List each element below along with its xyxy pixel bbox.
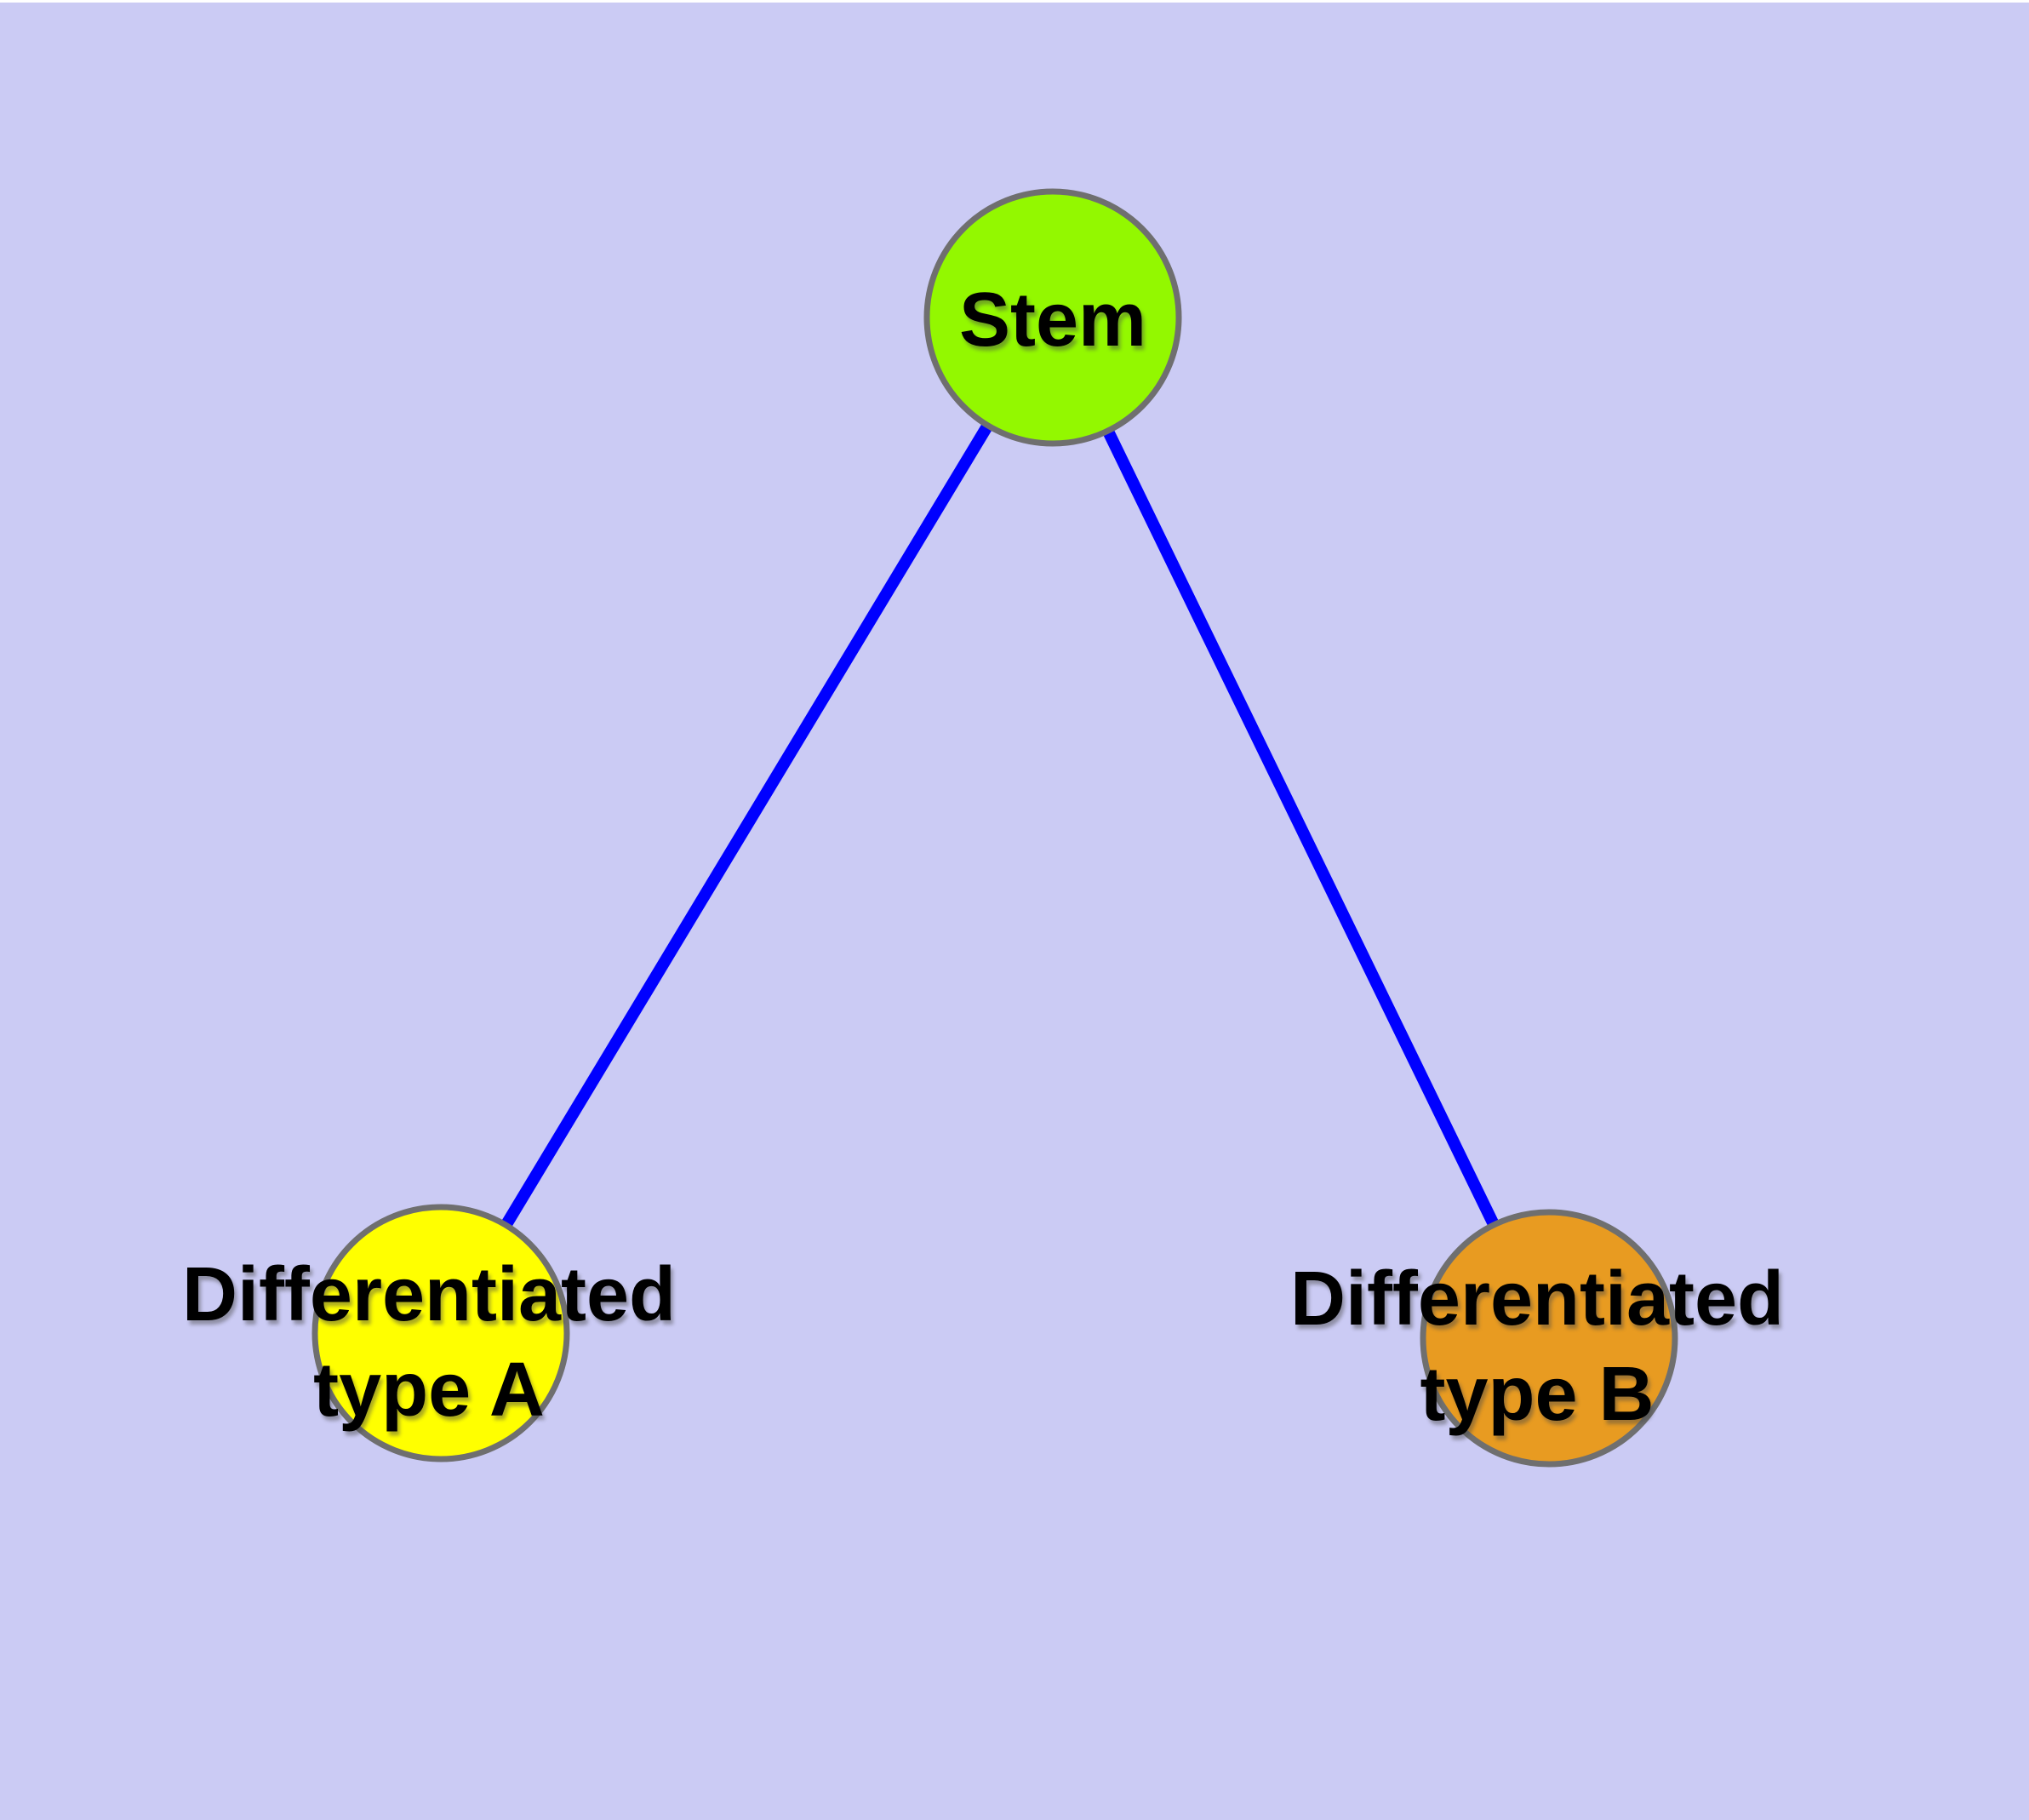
stem-node-label: Stem xyxy=(959,278,1146,363)
type-b-node xyxy=(1420,1209,1678,1468)
type-a-node-label-line2: type A xyxy=(313,1348,545,1433)
type-b-node-label-line2: type B xyxy=(1420,1352,1654,1437)
type-a-node-label-line1: Differentiated xyxy=(182,1252,676,1337)
stem-node xyxy=(923,188,1182,447)
type-a-node xyxy=(311,1204,570,1462)
edge-stem-to-type-a xyxy=(436,314,1058,1336)
type-b-node-label-line1: Differentiated xyxy=(1290,1256,1784,1342)
edge-stem-to-type-b xyxy=(1047,314,1555,1342)
